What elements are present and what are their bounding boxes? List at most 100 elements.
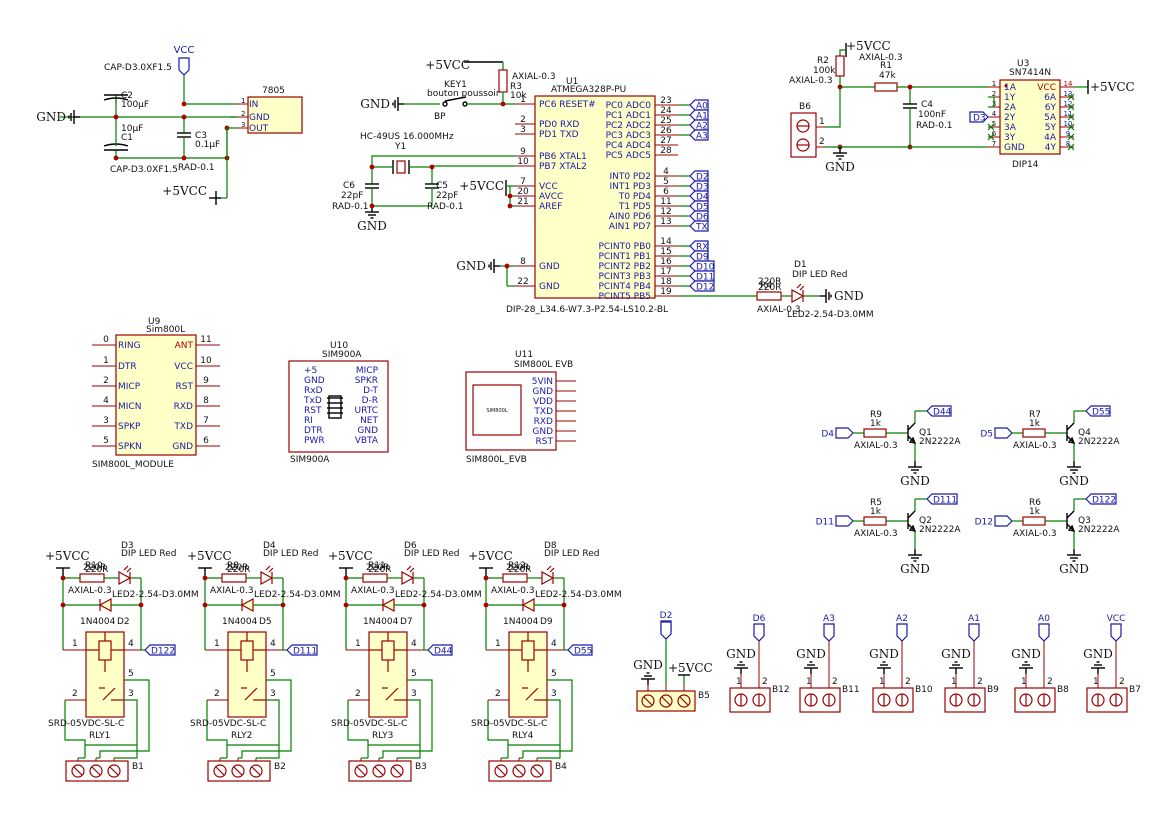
relay-control-flag: D55 bbox=[574, 647, 592, 657]
mcu-pin-num: 20 bbox=[517, 187, 529, 197]
terminal-block bbox=[65, 760, 129, 782]
r1-ref: R1 bbox=[880, 61, 892, 71]
u10-pin-right: MICP bbox=[356, 366, 379, 376]
relay-led-ref: D3 bbox=[121, 541, 134, 551]
connector-b10 bbox=[872, 687, 914, 713]
pin1-marker bbox=[1004, 84, 1008, 88]
relay-led bbox=[118, 570, 132, 586]
transistor-output-flag: D122 bbox=[1092, 496, 1116, 506]
net-flag bbox=[689, 200, 709, 212]
connector-pin: 1 bbox=[951, 677, 957, 687]
connector-pin: 1 bbox=[1093, 677, 1099, 687]
transistor-r-ref: R9 bbox=[870, 410, 882, 420]
wire bbox=[109, 766, 119, 776]
mcu-ref: U1 bbox=[566, 77, 578, 87]
c4-ref: C4 bbox=[921, 100, 933, 110]
mcu-pin-name: AREF bbox=[539, 202, 562, 212]
wire bbox=[227, 699, 280, 746]
u9-pin-num: 9 bbox=[203, 376, 209, 386]
connector-net: A1 bbox=[968, 614, 980, 624]
r4-value: 220R bbox=[758, 295, 759, 296]
u9-pin-name: SPKN bbox=[118, 442, 142, 452]
u9-pin-num: 8 bbox=[203, 396, 209, 406]
mcu-pin-num: 26 bbox=[660, 126, 672, 136]
transistor-r-ref: R7 bbox=[1029, 410, 1041, 420]
key-label: BP bbox=[434, 112, 446, 122]
inv-pin-name: 2Y bbox=[1004, 113, 1016, 123]
inv-pin-name: 1A bbox=[1004, 83, 1017, 93]
u9-pin-num: 3 bbox=[103, 416, 109, 426]
wire bbox=[1067, 123, 1075, 131]
u9-pin-name: SPKP bbox=[118, 422, 141, 432]
wire bbox=[265, 565, 271, 571]
mcu-pin-name: PC0 ADC0 bbox=[606, 101, 652, 111]
junction-dot bbox=[343, 602, 349, 608]
c2-plus: +5VCC bbox=[100, 93, 101, 94]
wire bbox=[356, 766, 366, 776]
net-flag bbox=[689, 270, 715, 282]
transistor-r-footprint: AXIAL-0.3 bbox=[854, 529, 898, 539]
b6-pin: 1 bbox=[819, 117, 825, 127]
mcu-pin-num: 5 bbox=[663, 177, 669, 187]
mcu-net-A0: A0 bbox=[696, 102, 708, 112]
inv-pin-num: 6 bbox=[992, 130, 997, 138]
mcu-pin-num: 22 bbox=[517, 277, 528, 287]
u9-pin-num: 0 bbox=[103, 335, 109, 345]
connector-b12 bbox=[729, 687, 771, 713]
connector-gnd: GND bbox=[796, 647, 826, 661]
relay-value: SRD-05VDC-SL-C bbox=[331, 719, 407, 729]
wire bbox=[1067, 93, 1075, 101]
net-flag bbox=[753, 623, 765, 642]
connector-b8 bbox=[1014, 687, 1056, 713]
transistor-collector bbox=[907, 510, 916, 519]
u9-pin-num: 11 bbox=[200, 335, 211, 345]
relay-pin: 2 bbox=[495, 689, 501, 699]
transistor-ref: Q4 bbox=[1078, 428, 1091, 438]
c2-footprint: CAP-D3.0XF1.5 bbox=[104, 63, 172, 73]
relay-led-value: DIP LED Red bbox=[404, 549, 459, 559]
sim900a-body bbox=[288, 360, 389, 453]
relay-r-footprint: AXIAL-0.3 bbox=[351, 586, 395, 596]
mcu-pin-num: 4 bbox=[663, 167, 669, 177]
mcu-pin-num: 27 bbox=[660, 136, 671, 146]
inv-pin-num: 7 bbox=[992, 140, 996, 148]
connector-ref: B7 bbox=[1129, 685, 1141, 695]
u10-pin-left: TxD bbox=[303, 396, 322, 406]
d1-footprint: LED2-2.54-D3.0MM bbox=[787, 310, 874, 320]
wire bbox=[392, 766, 402, 776]
u10-pin-right: GND bbox=[357, 426, 378, 436]
net-flag bbox=[1038, 623, 1050, 642]
key-ref: KEY1 bbox=[444, 80, 467, 90]
net-flag bbox=[660, 621, 672, 640]
wire bbox=[268, 567, 274, 573]
u10-pin-left: RI bbox=[304, 416, 313, 426]
relay-pin: 1 bbox=[214, 639, 220, 649]
inv-pin-name: 5A bbox=[1044, 113, 1057, 123]
u9-pin-name: VCC bbox=[174, 362, 193, 372]
connector-pin: 2 bbox=[905, 677, 911, 687]
transistor-value: 2N2222A bbox=[1078, 525, 1120, 535]
mcu-pin-num: 19 bbox=[660, 287, 672, 297]
mcu-pin-num: 14 bbox=[660, 237, 672, 247]
relay-ref: RLY2 bbox=[231, 731, 252, 741]
relay-r-value: 220R bbox=[368, 565, 391, 575]
transistor-collector bbox=[1066, 422, 1075, 431]
mcu-pin-name: GND bbox=[539, 282, 560, 292]
net-flag bbox=[567, 644, 593, 656]
transistor-collector bbox=[907, 422, 916, 431]
mcu-pin-num: 21 bbox=[517, 197, 528, 207]
mcu-pin-num: 2 bbox=[520, 115, 526, 125]
mcu-net-A3: A3 bbox=[696, 132, 708, 142]
relay-body bbox=[508, 631, 548, 718]
flyback-ref: D7 bbox=[400, 617, 413, 627]
mcu-5v-label: +5VCC bbox=[425, 58, 470, 72]
flyback-diode bbox=[240, 597, 254, 613]
mcu-pin-name: PCINT0 PB0 bbox=[598, 242, 651, 252]
led-d1 bbox=[791, 288, 805, 304]
relay-led-value: DIP LED Red bbox=[544, 549, 599, 559]
wire bbox=[409, 567, 415, 573]
relay-5v-label: +5VCC bbox=[45, 549, 90, 563]
connector-pin: 2 bbox=[1119, 677, 1125, 687]
net-flag bbox=[969, 111, 989, 123]
